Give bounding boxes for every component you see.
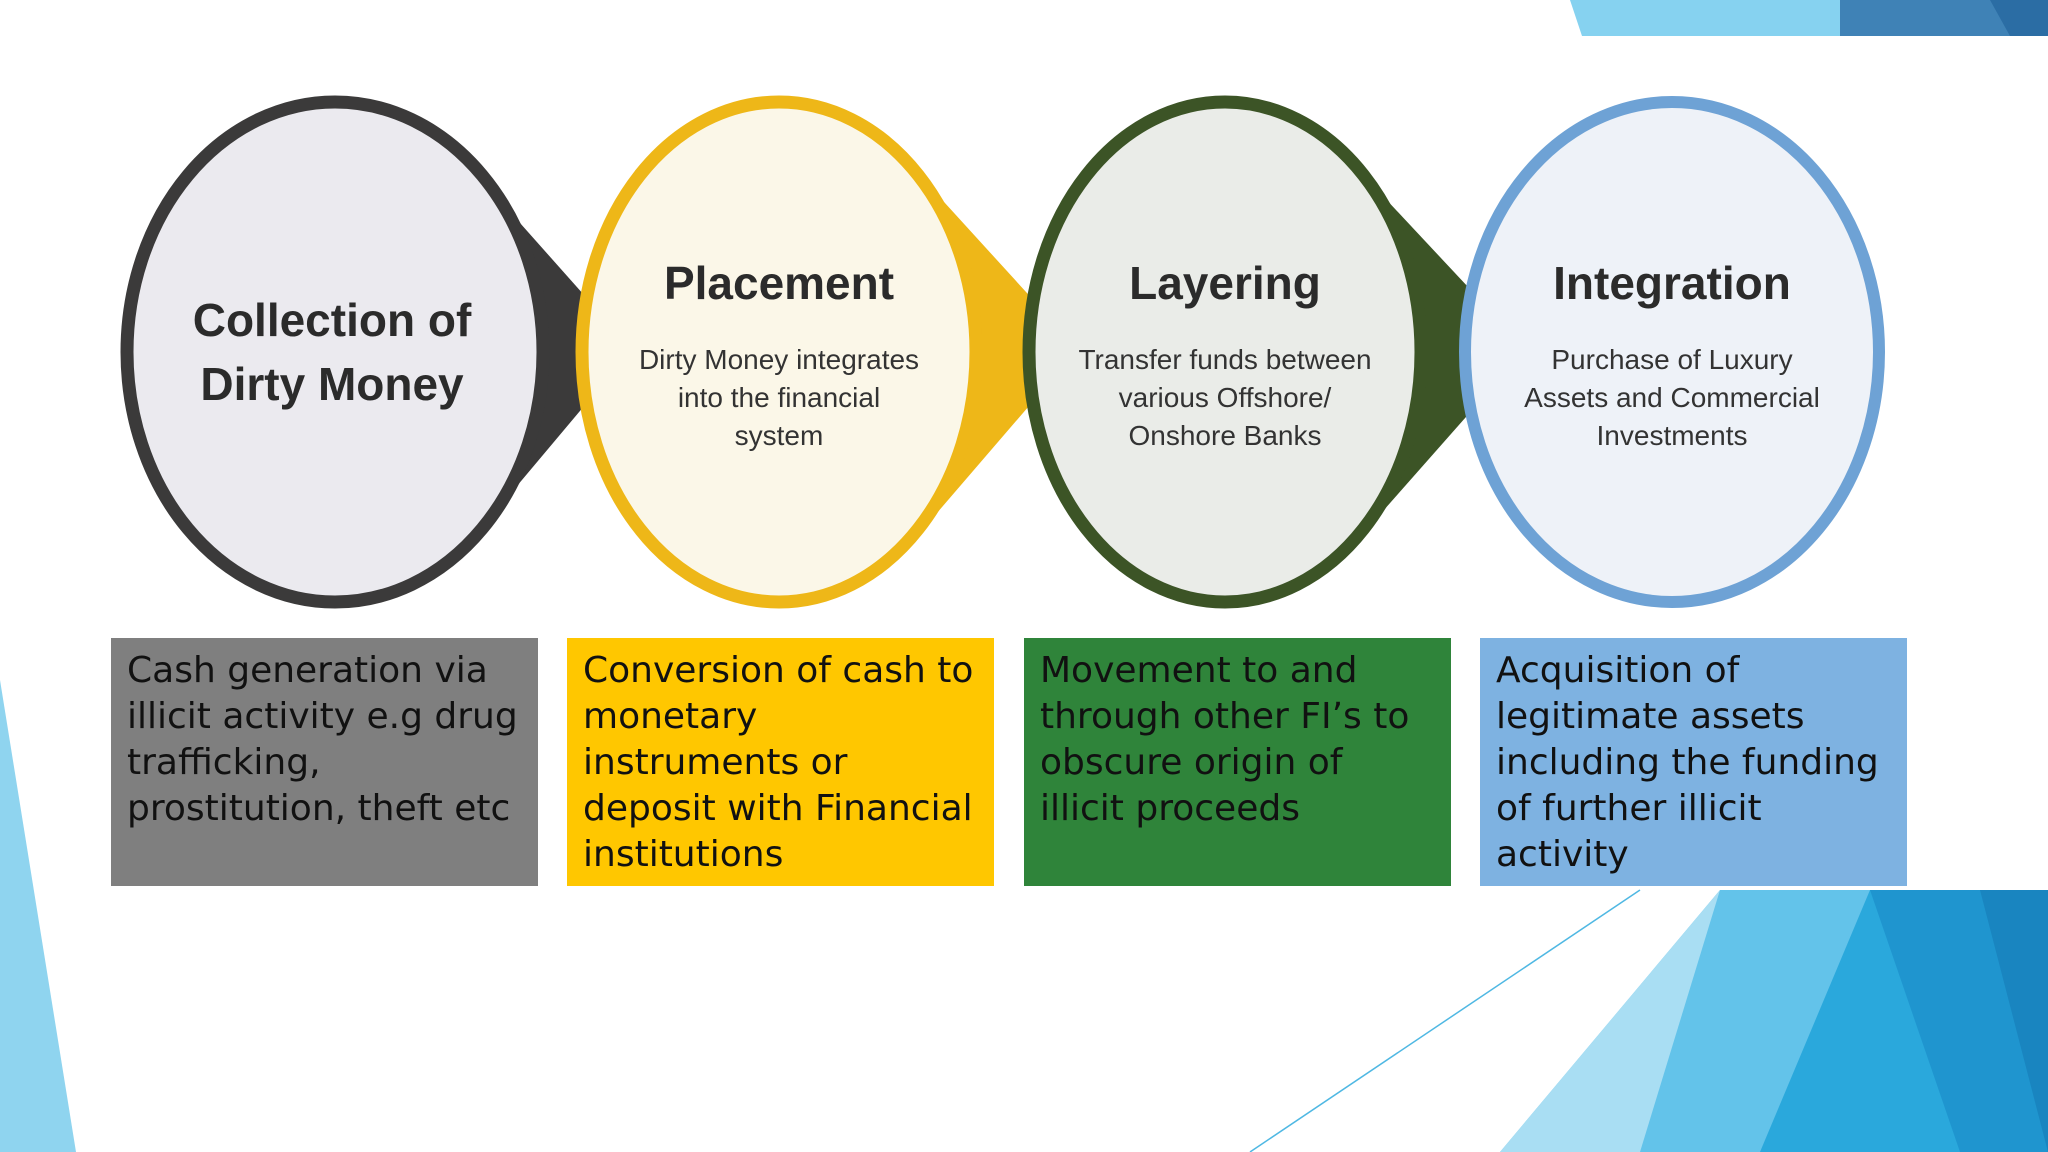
stage-box-layering-text: Movement to and through other FI’s to ob… bbox=[1040, 650, 1410, 829]
stage-box-layering: Movement to and through other FI’s to ob… bbox=[1024, 638, 1451, 886]
stage-desc-placement-line-1: Dirty Money integrates bbox=[639, 344, 919, 375]
stage-desc-integration-line-3: Investments bbox=[1597, 420, 1748, 451]
stage-circle-collection bbox=[120, 95, 550, 609]
stage-box-collection: Cash generation via illicit activity e.g… bbox=[111, 638, 538, 886]
stage-desc-integration-line-2: Assets and Commercial bbox=[1524, 382, 1820, 413]
stage-title-collection-line-2: Dirty Money bbox=[200, 358, 464, 410]
stage-box-integration-text: Acquisition of legitimate assets includi… bbox=[1496, 650, 1879, 875]
stage-desc-layering-line-1: Transfer funds between bbox=[1078, 344, 1371, 375]
stage-desc-layering-line-3: Onshore Banks bbox=[1129, 420, 1322, 451]
stage-desc-placement-line-3: system bbox=[735, 420, 824, 451]
bottom-right-facet-5 bbox=[1980, 890, 2048, 1152]
stage-desc-integration-line-1: Purchase of Luxury bbox=[1551, 344, 1792, 375]
stage-circle-placement bbox=[575, 95, 983, 609]
stage-circle-layering bbox=[1022, 95, 1428, 609]
stage-desc-placement-line-2: into the financial bbox=[678, 382, 880, 413]
left-edge-accent bbox=[0, 680, 76, 1152]
diagonal-line bbox=[1249, 889, 1641, 1152]
stage-box-placement: Conversion of cash to monetary instrumen… bbox=[567, 638, 994, 886]
stage-title-placement: Placement bbox=[664, 257, 894, 309]
stage-title-integration: Integration bbox=[1553, 257, 1791, 309]
stage-box-placement-text: Conversion of cash to monetary instrumen… bbox=[583, 650, 974, 875]
stage-box-integration: Acquisition of legitimate assets includi… bbox=[1480, 638, 1907, 886]
top-right-accent-dark bbox=[1990, 0, 2048, 36]
stage-desc-layering-line-2: various Offshore/ bbox=[1119, 382, 1332, 413]
stage-box-collection-text: Cash generation via illicit activity e.g… bbox=[127, 650, 518, 829]
bottom-right-facet-2 bbox=[1500, 890, 1720, 1152]
stage-title-collection-line-1: Collection of bbox=[193, 294, 472, 346]
stage-title-layering: Layering bbox=[1129, 257, 1321, 309]
stage-circle-integration bbox=[1459, 96, 1885, 608]
